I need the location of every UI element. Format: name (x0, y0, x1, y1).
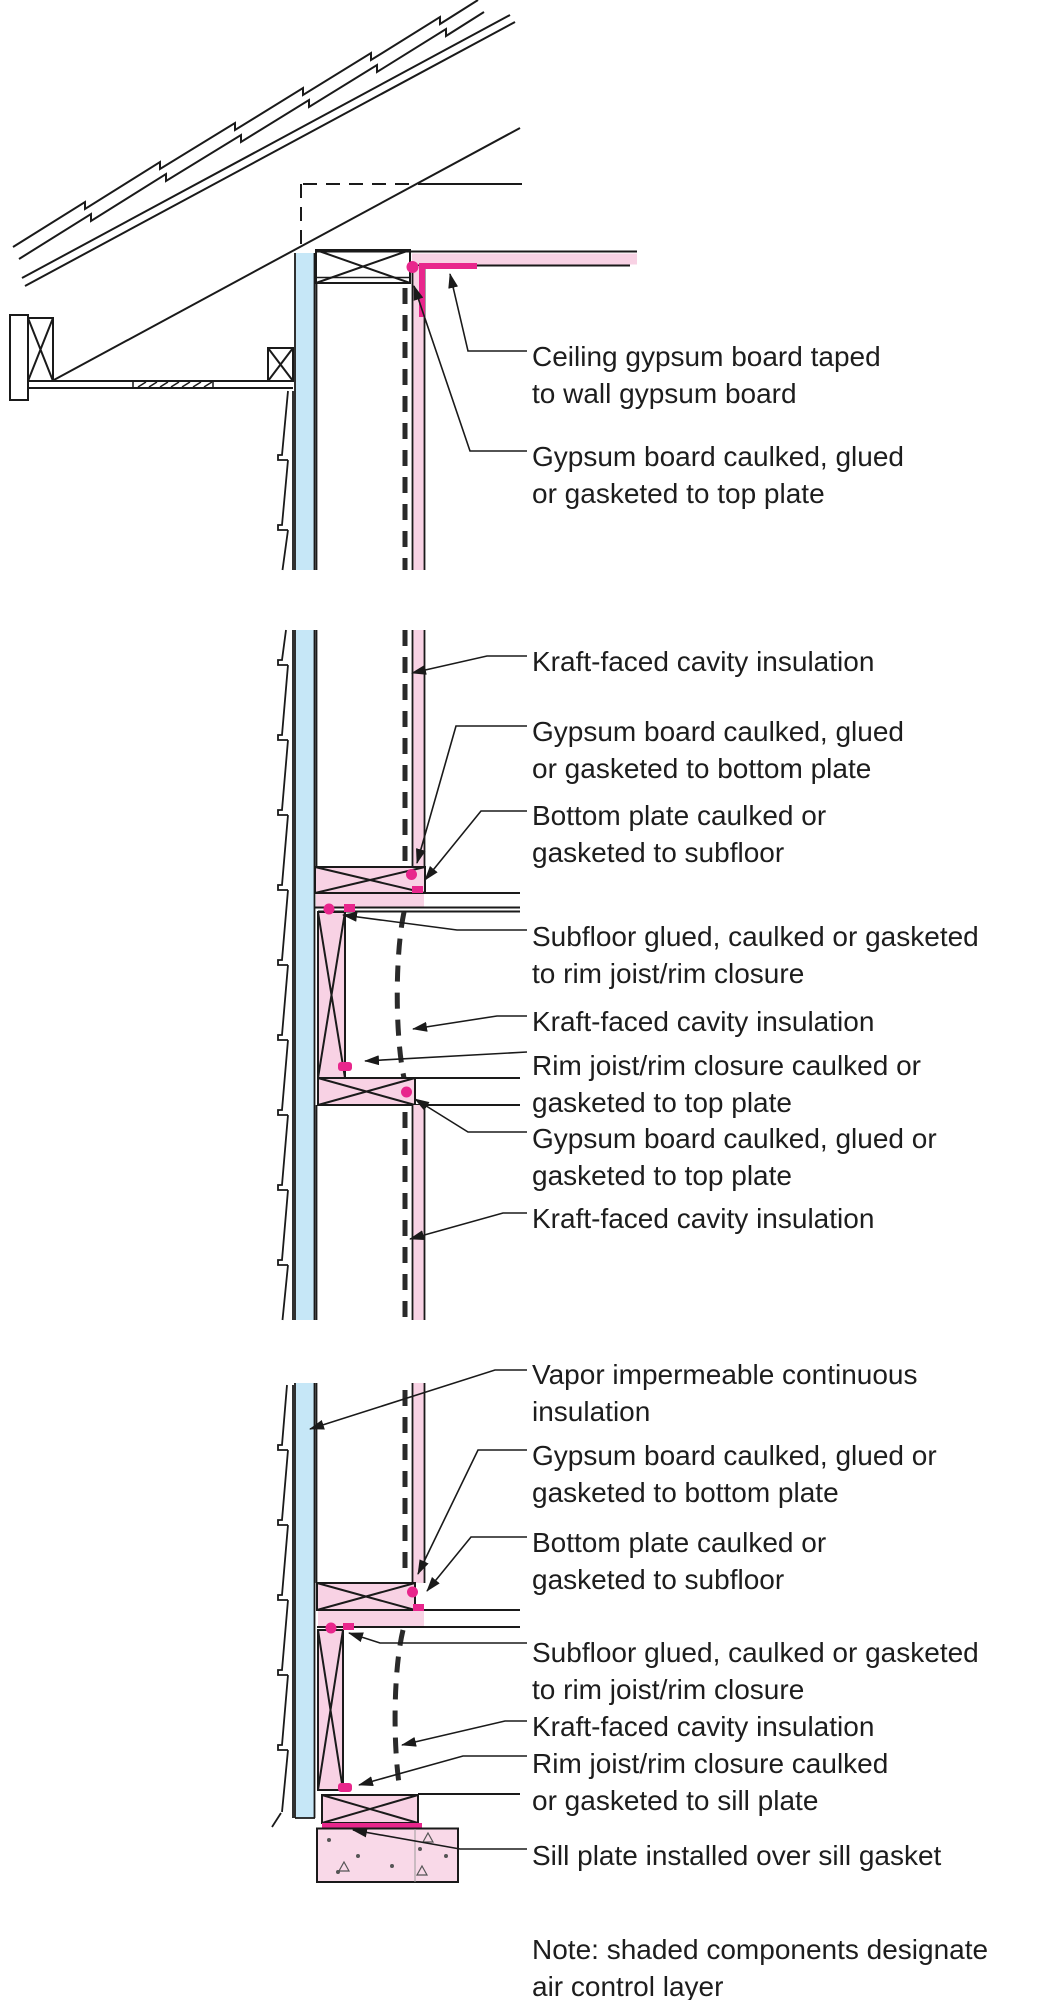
leader-kraft-3 (409, 1212, 527, 1241)
label-sill-gasket: Sill plate installed over sill gasket (532, 1840, 942, 1871)
shingle-line (18, 11, 485, 260)
wall-section-eave (277, 249, 637, 571)
label-rim-sill: Rim joist/rim closure caulked or gaskete… (532, 1748, 889, 1816)
leader-kraft-2 (412, 1015, 527, 1032)
wall-section-floor-band (277, 629, 520, 1321)
continuous-insulation (296, 630, 314, 1320)
roof-sheathing (21, 14, 511, 279)
leader-vapor-insulation (309, 1369, 527, 1430)
rafter (51, 127, 521, 382)
label-gypsum-top-plate-eave: Gypsum board caulked, glued or gasketed … (532, 441, 904, 509)
continuous-insulation (296, 1383, 314, 1818)
label-bottom-plate-subfloor-low: Bottom plate caulked or gasketed to subf… (532, 1527, 827, 1595)
soffit (28, 380, 293, 389)
concrete-stipple (327, 1831, 449, 1876)
label-gypsum-bottom-plate-low: Gypsum board caulked, glued or gasketed … (532, 1440, 937, 1508)
lap-siding (277, 629, 289, 1321)
caulk-seal-dot (406, 261, 419, 273)
roof-assembly (9, 0, 522, 401)
wall-gypsum (413, 266, 424, 570)
lap-siding (271, 1384, 289, 1828)
leader-gypsum-bottom-plate-low (417, 1449, 527, 1575)
leader-sill-gasket (352, 1827, 527, 1850)
foundation (316, 1827, 459, 1883)
note-air-control-layer: Note: shaded components designate air co… (532, 1934, 989, 2000)
leader-bottom-plate-subfloor-mid (424, 810, 527, 881)
leader-rim-top-plate-mid (364, 1051, 528, 1066)
leader-rim-sill (358, 1755, 527, 1787)
kraft-facing-dashed (392, 1629, 406, 1791)
roof-sheathing (24, 21, 516, 287)
leader-subfloor-rim-mid (342, 911, 527, 931)
leader-gypsum-top-plate-mid (414, 1098, 527, 1133)
label-rim-top-plate-mid: Rim joist/rim closure caulked or gaskete… (532, 1050, 921, 1118)
label-subfloor-rim-low: Subfloor glued, caulked or gasketed to r… (532, 1637, 979, 1705)
shingle-line (12, 0, 479, 248)
label-kraft-3: Kraft-faced cavity insulation (532, 1203, 875, 1234)
leader-kraft-4 (401, 1720, 527, 1747)
leader-bottom-plate-subfloor-low (426, 1536, 527, 1592)
label-kraft-1: Kraft-faced cavity insulation (532, 646, 875, 677)
soffit-vent (132, 381, 214, 388)
caulk-seals (323, 869, 423, 1098)
leader-gypsum-top-plate-eave (413, 285, 527, 452)
label-kraft-2: Kraft-faced cavity insulation (532, 1006, 875, 1037)
wall-section-foundation (271, 1383, 520, 1883)
wall-gypsum (413, 630, 424, 888)
label-bottom-plate-subfloor-mid: Bottom plate caulked or gasketed to subf… (532, 800, 827, 868)
label-subfloor-rim-mid: Subfloor glued, caulked or gasketed to r… (532, 921, 979, 989)
subfloor (316, 894, 424, 907)
label-vapor-insulation: Vapor impermeable continuous insulation (532, 1359, 918, 1427)
label-ceiling-gypsum-taped: Ceiling gypsum board taped to wall gypsu… (532, 341, 881, 409)
label-gypsum-top-plate-mid: Gypsum board caulked, glued or gasketed … (532, 1123, 937, 1191)
leader-gypsum-bottom-plate-mid (416, 725, 527, 864)
leader-lines (309, 273, 528, 1850)
leader-subfloor-rim-low (348, 1632, 527, 1644)
sill-gasket (322, 1823, 422, 1829)
subfloor (318, 1611, 424, 1626)
fascia-board (9, 314, 29, 401)
label-gypsum-bottom-plate-mid: Gypsum board caulked, glued or gasketed … (532, 716, 904, 784)
caulk-seals (325, 1586, 424, 1792)
wall-gypsum (413, 1105, 424, 1320)
lap-siding (277, 390, 289, 571)
continuous-insulation (296, 253, 314, 570)
ceiling-gypsum (412, 253, 637, 265)
leader-ceiling-gypsum-taped (448, 273, 527, 352)
wall-gypsum (413, 1383, 424, 1583)
leader-kraft-1 (411, 655, 527, 675)
label-kraft-4: Kraft-faced cavity insulation (532, 1711, 875, 1742)
kraft-facing-dashed (394, 911, 407, 1079)
